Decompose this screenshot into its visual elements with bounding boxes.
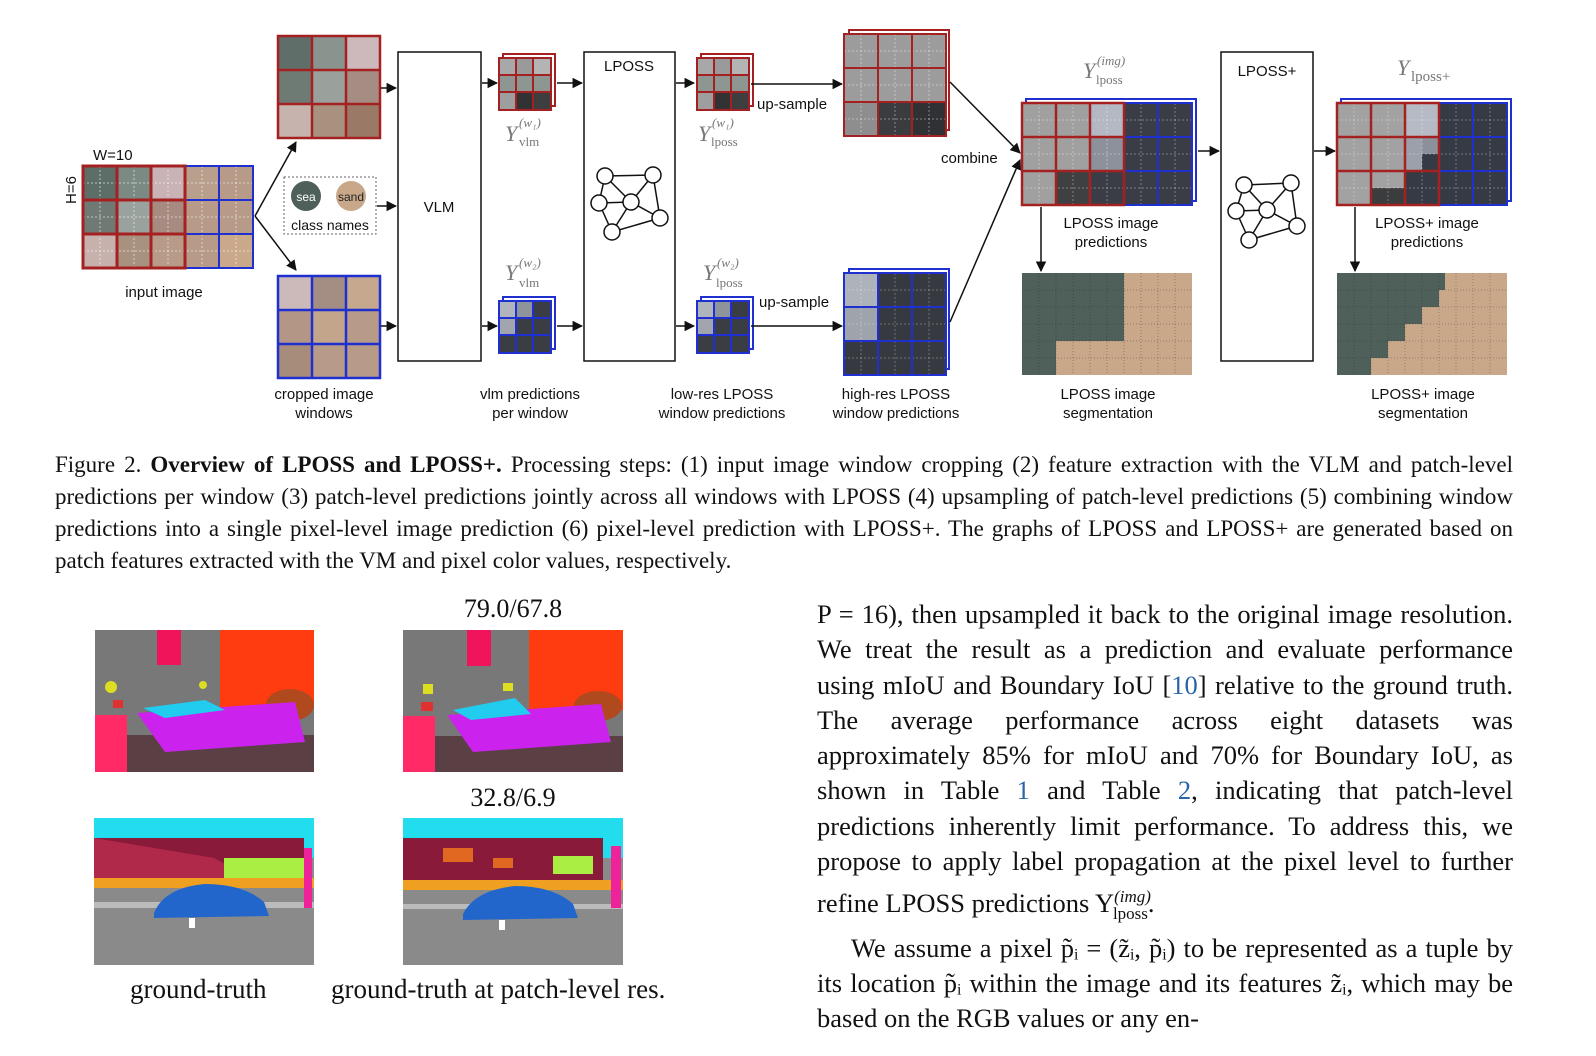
lposs-seg-label-2: segmentation [1063,405,1153,422]
input-image [81,164,254,270]
svg-text:lposs: lposs [1096,72,1123,87]
upsample-label-1: up-sample [757,96,827,113]
lposs-label: LPOSS [604,58,654,75]
upsample-label-2: up-sample [759,294,829,311]
figure-caption: Figure 2. Overview of LPOSS and LPOSS+. … [55,449,1513,577]
combine-label: combine [941,150,998,167]
patch-level-caption: ground-truth at patch-level res. [331,974,666,1004]
width-label: W=10 [93,147,133,164]
ground-truth-caption: ground-truth [130,974,267,1004]
highres-prediction-2 [843,268,950,376]
highres-label-1: high-res LPOSS [842,386,950,403]
bedroom-patch-level-image [403,630,623,772]
svg-text:(w₂): (w₂) [717,255,739,270]
segmentation-examples-figure: 79.0/67.8 32.8/6.9 [80,590,780,1020]
pipeline-diagram: W=10 H=6 input image cropped image windo… [63,29,1512,422]
svg-text:Y: Y [1397,55,1412,80]
caption-title: Overview of LPOSS and LPOSS+. [150,452,502,477]
score-label-2: 32.8/6.9 [470,783,556,812]
y-vlm-w2-symbol: Y (w₂) vlm [505,255,541,290]
highres-label-2: window predictions [832,405,960,422]
highres-prediction-1 [843,29,950,137]
street-patch-level-image [403,818,623,965]
svg-text:Y: Y [505,260,520,285]
arrow [949,159,1022,323]
body-text-column: P = 16), then upsampled it back to the o… [817,597,1513,1037]
y-lposs-img-symbol: Y (img) lposs [1083,53,1125,87]
caption-body: Processing steps: (1) input image window… [55,452,1514,573]
arrow [949,81,1021,154]
lposs-plus-image-predictions [1335,98,1512,207]
svg-text:Y: Y [703,260,718,285]
lowres-prediction-1 [696,53,754,111]
y-lposs-plus-symbol: Y lposs+ [1397,55,1450,85]
vlm-pred-label-1: vlm predictions [480,386,580,403]
lposs-plus-pred-label-1: LPOSS+ image [1375,215,1479,232]
cropped-window-1 [276,34,382,140]
bedroom-ground-truth-image [95,630,314,772]
cropped-label-1: cropped image [274,386,373,403]
svg-text:(w₁): (w₁) [519,115,541,130]
y-lposs-w1-symbol: Y (w₁) lposs [698,115,738,149]
lposs-plus-image-segmentation [1337,273,1507,375]
svg-text:lposs: lposs [716,275,743,290]
svg-text:Y: Y [505,121,520,146]
y-lposs-w2-symbol: Y (w₂) lposs [703,255,743,290]
lowres-label-2: window predictions [658,405,786,422]
citation-10[interactable]: 10 [1171,669,1198,700]
lposs-plus-seg-label-1: LPOSS+ image [1371,386,1475,403]
sea-label: sea [296,190,316,204]
class-names-box: sea sand class names [283,176,377,235]
lowres-label-1: low-res LPOSS [671,386,774,403]
caption-prefix: Figure 2. [55,452,142,477]
lposs-plus-pred-label-2: predictions [1391,234,1464,251]
svg-text:(img): (img) [1097,53,1125,68]
vlm-box [397,51,482,362]
lposs-image-segmentation [1022,273,1192,375]
lposs-plus-graph-icon [1227,174,1306,249]
vlm-pred-label-2: per window [492,405,568,422]
svg-text:vlm: vlm [519,134,539,149]
vlm-label: VLM [424,199,455,216]
lposs-graph-icon [590,166,669,241]
lposs-seg-label-1: LPOSS image [1060,386,1155,403]
y-vlm-w1-symbol: Y (w₁) vlm [505,115,541,149]
lposs-plus-seg-label-2: segmentation [1378,405,1468,422]
lposs-plus-label: LPOSS+ [1238,63,1297,80]
arrow [254,141,297,217]
svg-text:lposs+: lposs+ [1411,69,1450,85]
sand-class-icon [336,181,366,211]
street-ground-truth-image [94,818,314,965]
svg-text:(w₂): (w₂) [519,255,541,270]
cropped-label-2: windows [294,405,353,422]
table-1-link[interactable]: 1 [1016,775,1030,806]
table-2-link[interactable]: 2 [1177,775,1192,806]
svg-text:vlm: vlm [519,275,539,290]
input-image-label: input image [125,284,203,301]
cropped-window-2 [276,274,382,380]
sea-class-icon [291,181,321,211]
arrow [254,215,297,271]
vlm-prediction-1 [498,53,556,111]
paragraph-1: P = 16), then upsampled it back to the o… [817,599,1514,923]
score-label-1: 79.0/67.8 [463,594,563,623]
vlm-prediction-2 [498,296,556,354]
svg-text:lposs: lposs [711,134,738,149]
lposs-pred-label-2: predictions [1075,234,1148,251]
lposs-pred-label-1: LPOSS image [1063,215,1158,232]
svg-text:Y: Y [698,121,713,146]
svg-text:Y: Y [1083,58,1098,83]
height-label: H=6 [63,176,80,204]
paragraph-2: We assume a pixel p̃ᵢ = (z̃ᵢ, p̃ᵢ) to be… [817,932,1513,1034]
svg-text:(w₁): (w₁) [712,115,734,130]
class-names-label: class names [291,217,369,233]
lposs-image-predictions [1020,98,1197,207]
lowres-prediction-2 [696,296,754,354]
sand-label: sand [338,190,364,204]
